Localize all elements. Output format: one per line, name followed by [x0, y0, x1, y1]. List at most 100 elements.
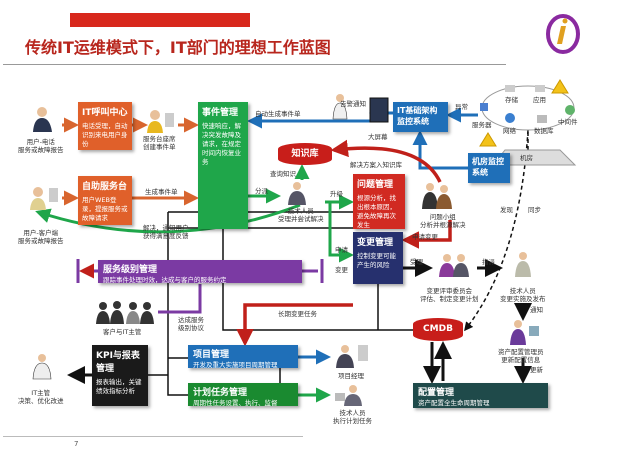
- infra-monitor-box[interactable]: IT基础架构监控系统: [393, 102, 448, 132]
- kpi-report-box[interactable]: KPI与报表管理报表输出，关键绩效指标分析: [92, 345, 148, 406]
- box-title: 计划任务管理: [193, 388, 248, 398]
- label-alarm: 告警通知: [340, 100, 366, 108]
- box-title: 配置管理: [418, 388, 455, 398]
- box-desc: 周期性任务设置、执行、监督: [193, 399, 278, 407]
- label-apply-change: 申请变更: [412, 233, 438, 241]
- box-desc: 快速响应，解决突发故障及请求，在规定时间内恢复业务: [202, 122, 241, 166]
- box-desc: 资产配置全生命周期管理: [418, 399, 490, 407]
- server-icon: [480, 103, 488, 111]
- room-monitor-box[interactable]: 机房监控系统: [468, 153, 510, 183]
- box-title: 服务级别管理: [103, 265, 158, 275]
- box-desc: 根源分析，找出根本原因，避免故障再次发生: [357, 194, 396, 229]
- box-title: 自助服务台: [82, 182, 128, 192]
- project-management-box[interactable]: 项目管理开发及重大实施项目周期管理: [188, 345, 298, 369]
- label-app: 应用: [533, 96, 546, 104]
- warning-icon: [479, 132, 497, 147]
- box-title: IT基础架构监控系统: [397, 106, 438, 126]
- label-abnormal: 异常: [455, 103, 468, 111]
- app-icon: [535, 85, 545, 92]
- label-accept: 受理: [410, 258, 423, 266]
- label-machine-room: 机房: [520, 154, 533, 162]
- label-dispatch: 分派: [255, 187, 268, 195]
- label-solution-kb: 解决方案入知识库: [350, 161, 402, 169]
- box-desc: 控制变更可能产生的风险: [357, 252, 396, 269]
- logo-icon: [546, 14, 580, 54]
- box-desc: 开发及重大实施项目周期管理: [193, 361, 278, 369]
- person-icon: [515, 252, 531, 277]
- arrow-resolve-feedback: [35, 203, 301, 234]
- label-tech-plan: 技术人员 执行计划任务: [333, 409, 372, 425]
- arrow-team-apply-change: [401, 220, 452, 249]
- plan-task-box[interactable]: 计划任务管理周期性任务设置、执行、监督: [188, 383, 298, 407]
- config-management-box[interactable]: 配置管理资产配置全生命周期管理: [413, 383, 548, 408]
- sla-management-box[interactable]: 服务级别管理跟踪事件处理时效，达成与客户的服务约定: [98, 260, 302, 284]
- label-pm: 项目经理: [338, 372, 364, 380]
- middleware-icon: [565, 105, 575, 115]
- label-change: 变更: [335, 266, 348, 274]
- label-auto-ticket: 自动生成事件单: [255, 110, 301, 118]
- page-title: 传统IT运维模式下，IT部门的理想工作蓝图: [25, 38, 331, 57]
- label-update: 更新: [530, 366, 543, 374]
- box-title: 事件管理: [202, 108, 239, 118]
- person-icon: [147, 110, 174, 133]
- label-long-change: 长期变更任务: [278, 310, 317, 318]
- box-title: 机房监控系统: [472, 157, 504, 177]
- label-user-phone: 用户-电话 服务或故障报告: [18, 138, 64, 154]
- title-accent-bar: [70, 13, 250, 27]
- label-resolve-notify: 解决，通知用户 获得满意度反馈: [143, 224, 189, 240]
- label-user-client: 用户-客户端 服务或故障报告: [18, 229, 64, 245]
- it-call-center-box[interactable]: IT呼叫中心电话受理，自动识别来电用户身份: [78, 102, 132, 150]
- box-desc: 电话受理，自动识别来电用户身份: [82, 122, 128, 148]
- label-customer-it: 客户与IT主管: [103, 328, 142, 336]
- title-divider: [3, 64, 506, 65]
- label-upgrade: 升级: [330, 190, 343, 198]
- arrow-long-change: [236, 303, 353, 347]
- label-discover: 发现: [500, 206, 513, 214]
- label-storage: 存储: [505, 96, 518, 104]
- label-gen-ticket: 生成事件单: [145, 188, 178, 196]
- sla-agree-line: [158, 284, 202, 314]
- arrow-room-to-monitor: [412, 130, 468, 170]
- arrow-apply-change: [328, 202, 354, 263]
- self-service-desk-box[interactable]: 自助服务台用户WEB登录，提报服务或故障请求: [78, 176, 132, 225]
- warning-icon: [551, 79, 569, 94]
- change-management-box[interactable]: 变更管理控制变更可能产生的风险: [353, 232, 403, 284]
- label-middleware: 中间件: [558, 118, 578, 126]
- person-icon: [510, 320, 539, 345]
- people-group-icon: [422, 183, 452, 209]
- person-icon: [30, 187, 58, 210]
- person-icon: [336, 345, 368, 368]
- footer-divider: [3, 436, 303, 437]
- incident-management-box[interactable]: 事件管理快速响应，解决突发故障及请求，在规定时间内恢复业务: [198, 102, 248, 229]
- label-apply: 申请: [335, 246, 348, 254]
- box-desc: 跟踪事件处理时效，达成与客户的服务约定: [103, 276, 227, 284]
- database-icon: [537, 115, 547, 123]
- label-tech-handle: 技术人员 受理并尝试解决: [278, 207, 324, 223]
- box-title: IT呼叫中心: [82, 108, 128, 118]
- grid-line: [222, 212, 413, 331]
- problem-management-box[interactable]: 问题管理根源分析，找出根本原因，避免故障再次发生: [353, 174, 405, 229]
- box-desc: 用户WEB登录，提报服务或故障请求: [82, 196, 128, 222]
- person-icon: [335, 385, 362, 406]
- label-desk-agent: 服务台座席 创建事件单: [143, 135, 176, 151]
- box-title: 项目管理: [193, 350, 230, 360]
- big-screen-icon: [369, 97, 389, 123]
- label-big-screen: 大屏幕: [368, 133, 388, 141]
- people-group-icon: [439, 254, 469, 277]
- label-tech-release: 技术人员 变更实施及发布: [500, 287, 546, 303]
- box-desc: 报表输出，关键绩效指标分析: [96, 378, 142, 395]
- storage-icon: [505, 85, 515, 92]
- person-icon: [32, 354, 52, 380]
- label-network: 网络: [503, 127, 516, 135]
- label-problem-team: 问题小组 分析并根源解决: [420, 213, 466, 229]
- label-cab: 变更评审委员会 评估、制定变更计划: [420, 287, 479, 303]
- label-sla-agree: 达成服务 级别协议: [178, 316, 204, 332]
- knowledge-base-cylinder[interactable]: 知识库: [278, 143, 332, 165]
- box-title: 变更管理: [357, 238, 394, 248]
- network-icon: [505, 113, 515, 123]
- cmdb-cylinder[interactable]: CMDB: [413, 318, 463, 341]
- label-server: 服务器: [472, 121, 492, 129]
- person-icon: [332, 94, 348, 120]
